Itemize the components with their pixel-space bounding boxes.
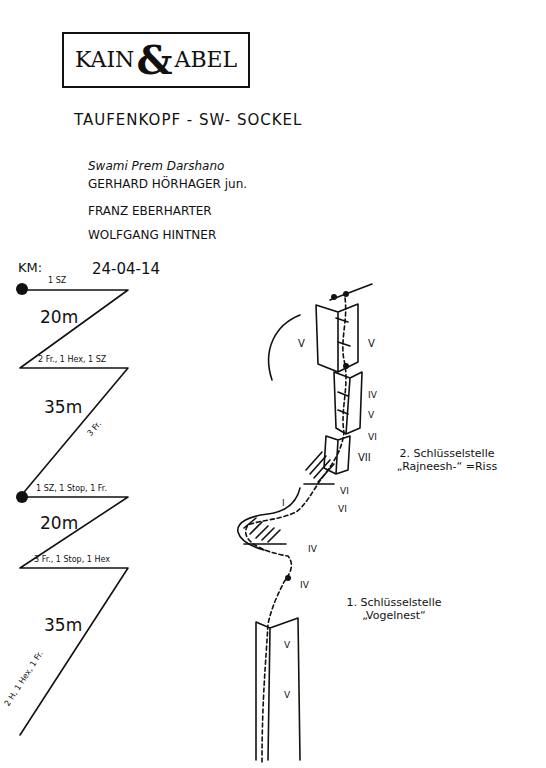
logo-text: & bbox=[136, 40, 172, 80]
date-label: KM: bbox=[18, 261, 42, 276]
belay-dot bbox=[343, 363, 349, 369]
grade-label: I bbox=[282, 498, 285, 508]
pitch-length: 20m bbox=[40, 308, 78, 328]
route-line bbox=[246, 298, 346, 762]
rock-outline bbox=[269, 284, 372, 380]
dihedral bbox=[316, 304, 358, 372]
overhang-hatch bbox=[244, 518, 286, 544]
logo-text: KAIN bbox=[75, 49, 134, 71]
belay-dot bbox=[331, 294, 337, 300]
pitch-length: 35m bbox=[44, 398, 82, 418]
grade-label: IV bbox=[368, 390, 377, 400]
author-name: FRANZ EBERHARTER bbox=[88, 205, 212, 219]
date-value: 24-04-14 bbox=[92, 261, 160, 278]
rock-edge bbox=[238, 488, 300, 550]
gear-note: 1 SZ, 1 Stop, 1 Fr. bbox=[36, 484, 107, 493]
gear-note: 3 Fr. bbox=[85, 419, 103, 438]
grade-label: VII bbox=[358, 452, 371, 464]
belay-dot bbox=[16, 491, 28, 503]
dihedral bbox=[334, 372, 362, 434]
pitch-length: 35m bbox=[44, 616, 82, 636]
grade-label: V bbox=[284, 640, 290, 650]
belay-dot bbox=[343, 291, 349, 297]
grade-label: V bbox=[368, 410, 374, 420]
grade-label: VI bbox=[368, 432, 377, 442]
author-name: WOLFGANG HINTNER bbox=[88, 229, 216, 243]
belay-dot bbox=[285, 575, 291, 581]
belay-dot bbox=[16, 283, 28, 295]
author-name: Swami Prem Darshano bbox=[88, 160, 224, 174]
grade-label: VI bbox=[338, 504, 347, 514]
grade-label: V bbox=[284, 690, 290, 700]
grade-label: V bbox=[298, 338, 305, 350]
gear-note: 2 Fr., 1 Hex, 1 SZ bbox=[38, 355, 106, 364]
pitch-zigzag bbox=[20, 290, 128, 735]
grade-label: IV bbox=[300, 580, 309, 590]
author-name: GERHARD HÖRHAGER jun. bbox=[88, 178, 247, 192]
grade-label: VI bbox=[340, 486, 349, 496]
grade-label: V bbox=[368, 338, 375, 350]
route-title: TAUFENKOPF - SW- SOCKEL bbox=[74, 112, 302, 129]
gear-note: 2 H, 1 Hex, 1 Fr. bbox=[3, 649, 45, 707]
logo-box: KAIN&ABEL bbox=[62, 32, 250, 88]
gear-note: 3 Fr., 1 Stop, 1 Hex bbox=[34, 555, 110, 564]
pitch-marks bbox=[336, 318, 350, 414]
crux-note: 1. Schlüsselstelle „Vogelnest“ bbox=[338, 597, 450, 622]
overhang-hatch bbox=[304, 452, 334, 484]
crux-note: 2. Schlüsselstelle „Rajneesh-“ =Riss bbox=[388, 448, 506, 473]
logo-text: ABEL bbox=[175, 49, 238, 71]
gear-note: 1 SZ bbox=[48, 276, 66, 285]
pitch-length: 20m bbox=[40, 514, 78, 534]
grade-label: IV bbox=[308, 544, 317, 554]
